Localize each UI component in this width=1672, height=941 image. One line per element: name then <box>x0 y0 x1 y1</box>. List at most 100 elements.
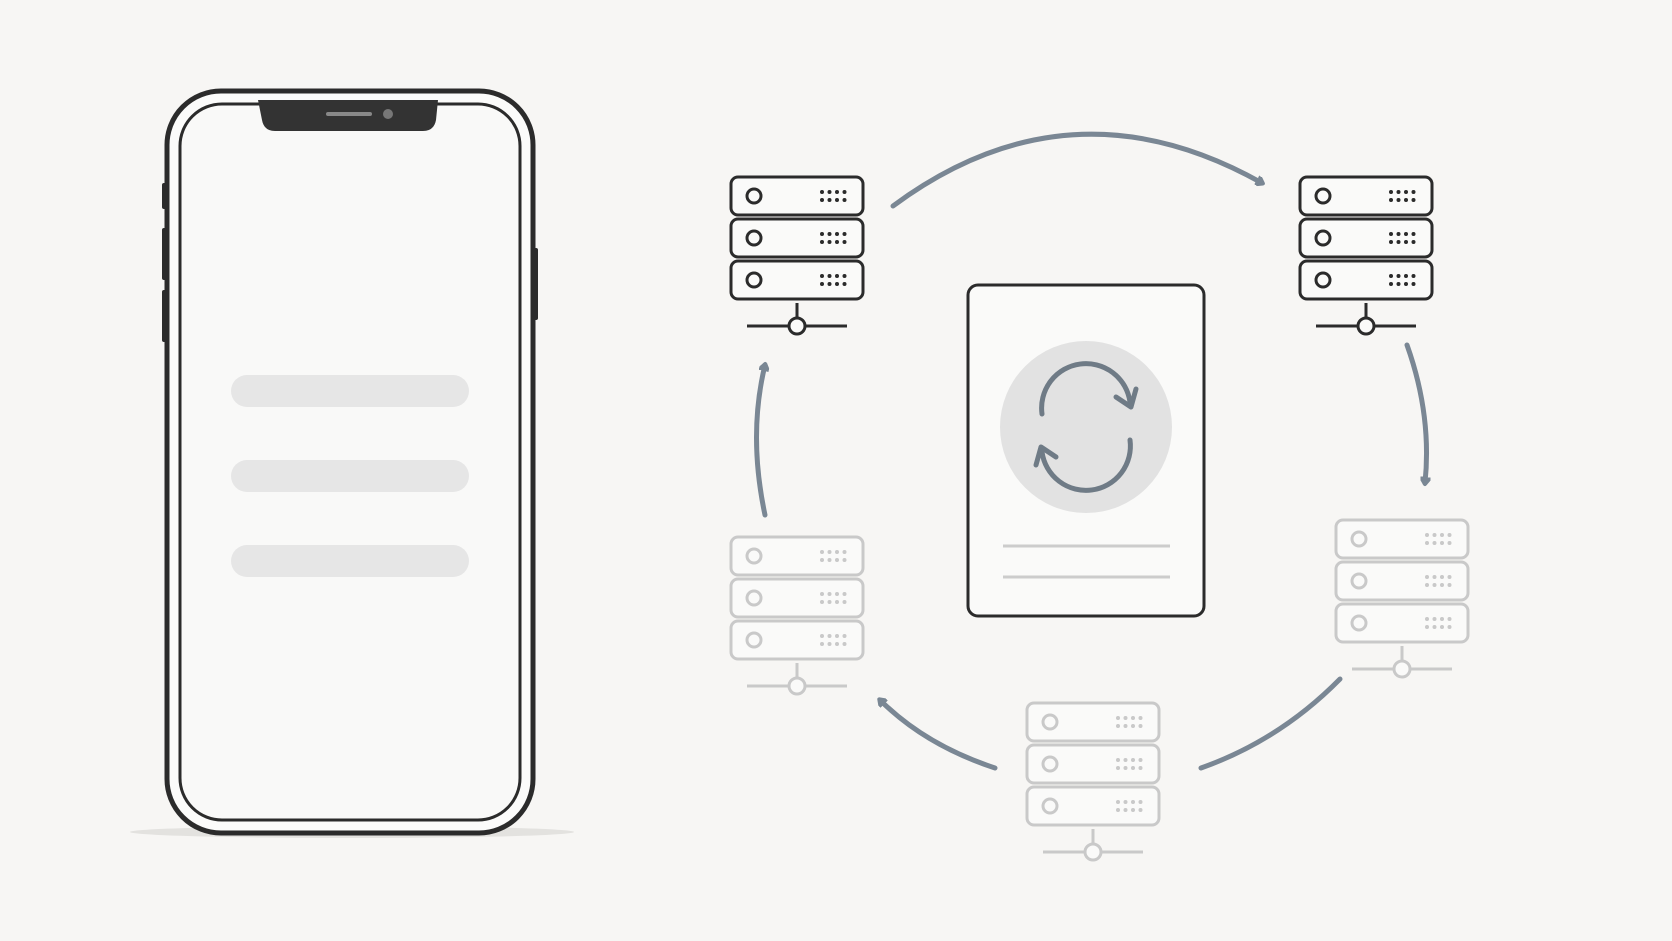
server-unit <box>1334 560 1470 602</box>
phone-camera <box>383 109 393 119</box>
server-vent-dot <box>1138 758 1143 762</box>
server-vent-dot <box>827 558 832 562</box>
server-vent-dot <box>1404 232 1408 236</box>
server-vent-dot <box>827 592 832 596</box>
server-power-led <box>1350 614 1368 632</box>
server-vent-dot <box>820 240 824 244</box>
server-vent-dot <box>1396 198 1401 202</box>
server-vent-dot <box>842 274 847 278</box>
server-vent-dot <box>1411 282 1416 286</box>
server-bottom-rack <box>1025 701 1161 862</box>
server-vent-dot <box>1123 808 1128 812</box>
server-vent-dot <box>1425 575 1429 579</box>
server-vent-dot <box>1432 583 1437 587</box>
server-network-node <box>1392 659 1412 679</box>
server-vent-dot <box>1425 583 1429 587</box>
server-power-led <box>745 631 763 649</box>
arrow-top-left-to-top-right <box>890 131 1262 209</box>
server-vent-dot <box>820 190 824 194</box>
server-network-node <box>787 316 807 336</box>
server-vent-dot <box>827 600 832 604</box>
server-power-led <box>745 271 763 289</box>
server-vent-dot <box>820 232 824 236</box>
cycle-arrows <box>754 131 1427 771</box>
server-right-rack <box>1334 518 1470 679</box>
sync-document <box>966 283 1206 618</box>
server-vent-dot <box>1447 541 1452 545</box>
server-vent-dot <box>1396 232 1401 236</box>
server-vent-dot <box>1440 583 1444 587</box>
server-vent-dot <box>1425 541 1429 545</box>
server-vent-dot <box>835 558 839 562</box>
server-vent-dot <box>1396 274 1401 278</box>
server-vent-dot <box>1123 758 1128 762</box>
server-vent-dot <box>1131 716 1135 720</box>
server-vent-dot <box>835 282 839 286</box>
server-vent-dot <box>835 190 839 194</box>
server-vent-dot <box>1411 240 1416 244</box>
server-vent-dot <box>820 600 824 604</box>
server-vent-dot <box>842 198 847 202</box>
server-vent-dot <box>1432 575 1437 579</box>
server-vent-dot <box>1440 575 1444 579</box>
server-vent-dot <box>1432 533 1437 537</box>
server-vent-dot <box>1440 625 1444 629</box>
server-vent-dot <box>827 232 832 236</box>
server-vent-dot <box>1138 766 1143 770</box>
server-vent-dot <box>835 198 839 202</box>
server-vent-dot <box>835 274 839 278</box>
server-power-led <box>745 589 763 607</box>
sync-icon <box>1033 361 1139 493</box>
server-vent-dot <box>1404 198 1408 202</box>
server-vent-dot <box>1123 800 1128 804</box>
server-vent-dot <box>1389 232 1393 236</box>
server-unit <box>729 619 865 661</box>
server-vent-dot <box>1425 533 1429 537</box>
server-vent-dot <box>842 634 847 638</box>
server-vent-dot <box>820 642 824 646</box>
server-vent-dot <box>820 274 824 278</box>
server-vent-dot <box>1447 575 1452 579</box>
server-vent-dot <box>1131 724 1135 728</box>
server-network-node <box>1083 842 1103 862</box>
server-vent-dot <box>842 550 847 554</box>
server-vent-dot <box>820 282 824 286</box>
server-vent-dot <box>1138 716 1143 720</box>
server-vent-dot <box>1447 533 1452 537</box>
server-vent-dot <box>1116 800 1120 804</box>
arrow-top-right-to-right <box>1404 342 1427 483</box>
server-unit <box>729 217 865 259</box>
server-vent-dot <box>1432 617 1437 621</box>
server-unit <box>1025 701 1161 743</box>
server-vent-dot <box>1389 240 1393 244</box>
server-vent-dot <box>1131 758 1135 762</box>
phone-speaker <box>326 112 372 116</box>
server-vent-dot <box>820 558 824 562</box>
server-vent-dot <box>1411 198 1416 202</box>
servers-layer <box>729 175 1470 862</box>
server-vent-dot <box>1396 240 1401 244</box>
server-vent-dot <box>1389 274 1393 278</box>
server-vent-dot <box>1389 282 1393 286</box>
server-vent-dot <box>1116 766 1120 770</box>
server-vent-dot <box>827 274 832 278</box>
server-vent-dot <box>1396 282 1401 286</box>
server-network-node <box>787 676 807 696</box>
server-vent-dot <box>835 550 839 554</box>
server-vent-dot <box>820 198 824 202</box>
server-vent-dot <box>1396 190 1401 194</box>
server-vent-dot <box>842 282 847 286</box>
server-vent-dot <box>1432 541 1437 545</box>
server-unit <box>1298 259 1434 301</box>
server-vent-dot <box>835 232 839 236</box>
screen-placeholder-line <box>231 460 469 492</box>
server-vent-dot <box>1131 800 1135 804</box>
server-network-node <box>1356 316 1376 336</box>
server-vent-dot <box>1411 232 1416 236</box>
server-vent-dot <box>827 198 832 202</box>
server-unit <box>729 535 865 577</box>
server-vent-dot <box>842 600 847 604</box>
server-vent-dot <box>842 240 847 244</box>
server-vent-dot <box>1138 800 1143 804</box>
